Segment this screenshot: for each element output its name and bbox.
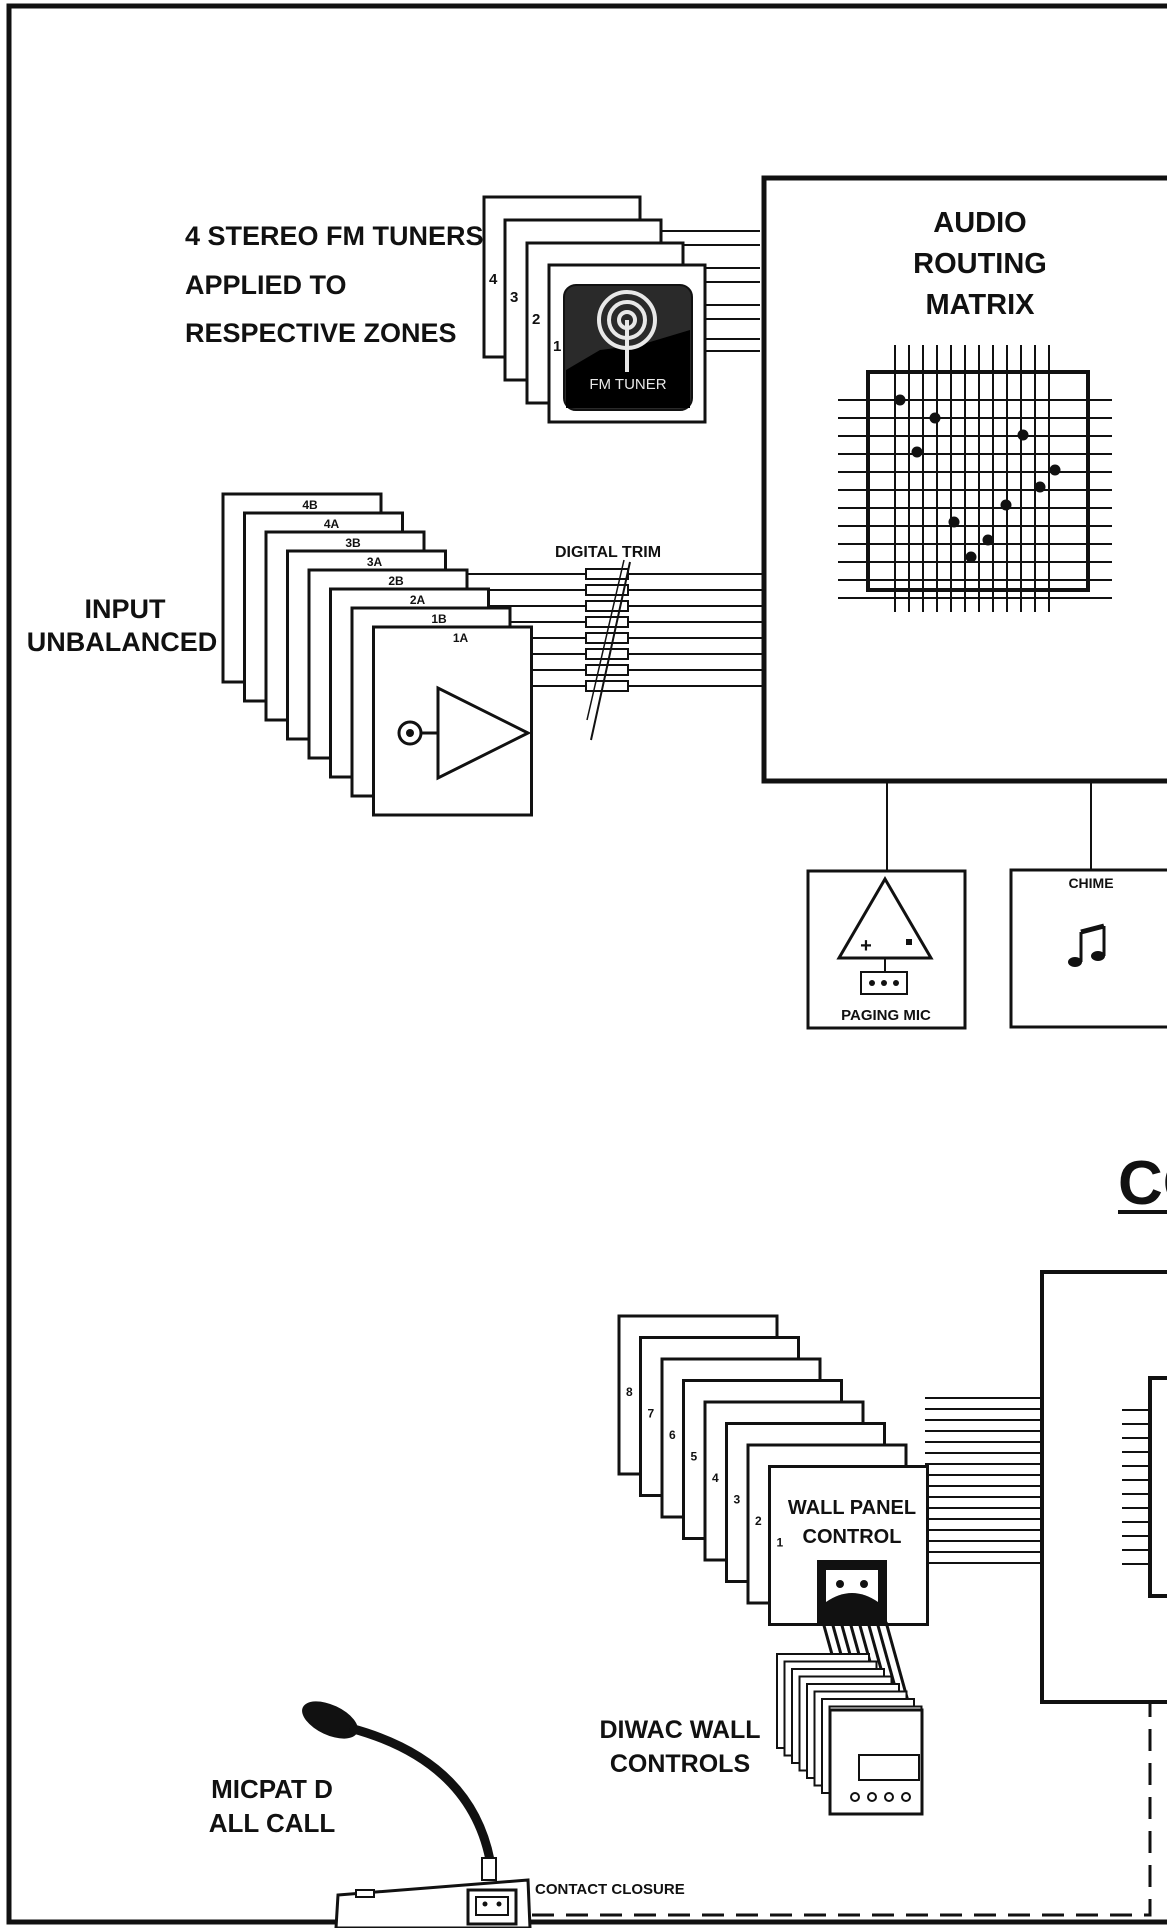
wall-panel-number: 2 bbox=[755, 1514, 762, 1528]
input-card-label: 4B bbox=[302, 498, 318, 512]
input-card-label: 3B bbox=[345, 536, 361, 550]
paging-mic-module: + PAGING MIC bbox=[806, 869, 967, 1030]
micpat-caption: MICPAT D ALL CALL bbox=[209, 1774, 336, 1838]
fm-tuner-number-1: 1 bbox=[553, 338, 561, 355]
fm-tuner-stack: 4 3 2 1 FM TUNER bbox=[482, 195, 707, 424]
fm-tuner-number-2: 2 bbox=[532, 311, 540, 328]
input-card-label: 4A bbox=[324, 517, 340, 531]
contact-closure-label: CONTACT CLOSURE bbox=[535, 1881, 685, 1898]
input-caption-line-1: INPUT bbox=[85, 594, 167, 624]
xlr-connector-icon bbox=[860, 971, 908, 995]
fm-caption-line-3: RESPECTIVE ZONES bbox=[185, 318, 457, 348]
amplifier-triangle-icon bbox=[436, 685, 532, 781]
fm-tuner-icon-label: FM TUNER bbox=[589, 376, 666, 393]
chime-module: CHIME bbox=[1009, 868, 1167, 1029]
matrix-title-line-1: AUDIO bbox=[933, 207, 1026, 239]
input-card-label: 3A bbox=[367, 555, 383, 569]
fm-tuner-icon: FM TUNER bbox=[563, 284, 693, 411]
wall-panel-number: 6 bbox=[669, 1428, 676, 1442]
wall-panel-number: 7 bbox=[648, 1407, 655, 1421]
chime-label: CHIME bbox=[1068, 875, 1113, 891]
diwac-display-icon bbox=[858, 1754, 920, 1781]
control-grid-box bbox=[1148, 1376, 1167, 1598]
micpat-microphone-icon bbox=[302, 1701, 532, 1928]
wall-panel-number: 4 bbox=[712, 1471, 719, 1485]
wall-panel-number: 5 bbox=[691, 1450, 698, 1464]
input-card-label: 1A bbox=[453, 631, 469, 645]
input-card-label: 2B bbox=[388, 574, 404, 588]
diwac-caption-line-2: CONTROLS bbox=[610, 1750, 750, 1778]
wall-panel-title-line-1: WALL PANEL bbox=[788, 1497, 916, 1519]
wall-panel-number: 8 bbox=[626, 1385, 633, 1399]
wall-panel-front-content: WALL PANEL CONTROL bbox=[788, 1497, 916, 1626]
wall-panel-connector-icon bbox=[817, 1560, 887, 1626]
matrix-title-line-2: ROUTING bbox=[913, 248, 1047, 280]
routing-grid bbox=[838, 345, 1112, 612]
diwac-front-panel bbox=[850, 1754, 920, 1802]
diwac-caption: DIWAC WALL CONTROLS bbox=[599, 1716, 760, 1778]
input-card-label: 2A bbox=[410, 593, 426, 607]
fm-tuners-caption: 4 STEREO FM TUNERS APPLIED TO RESPECTIVE… bbox=[185, 221, 484, 348]
wall-panel-number: 1 bbox=[777, 1536, 784, 1550]
input-caption: INPUT UNBALANCED bbox=[27, 594, 218, 657]
wall-panel-title-line-2: CONTROL bbox=[803, 1526, 902, 1548]
control-grid-lines bbox=[1122, 1409, 1150, 1565]
diagram-frame bbox=[6, 3, 1167, 1925]
digital-trim-label: DIGITAL TRIM bbox=[555, 544, 661, 561]
control-section-heading: CO bbox=[1118, 1149, 1167, 1218]
fm-caption-line-2: APPLIED TO bbox=[185, 270, 347, 300]
paging-mic-label: PAGING MIC bbox=[841, 1007, 931, 1024]
matrix-title-line-3: MATRIX bbox=[925, 289, 1035, 321]
input-amplifier-symbol bbox=[397, 685, 532, 781]
fm-tuner-number-3: 3 bbox=[510, 289, 518, 306]
input-caption-line-2: UNBALANCED bbox=[27, 627, 218, 657]
input-card-label: 1B bbox=[431, 612, 447, 626]
control-processor-box bbox=[1040, 1270, 1167, 1704]
svg-text:+: + bbox=[860, 935, 872, 957]
diwac-caption-line-1: DIWAC WALL bbox=[599, 1716, 760, 1744]
music-note-icon bbox=[1068, 923, 1106, 967]
contact-closure-dashed-line bbox=[532, 1702, 1152, 1917]
digital-trim-controls bbox=[585, 559, 631, 741]
wall-panel-lines bbox=[925, 1397, 1042, 1564]
micpat-caption-line-1: MICPAT D bbox=[211, 1774, 333, 1804]
wall-panel-number: 3 bbox=[734, 1493, 741, 1507]
fm-caption-line-1: 4 STEREO FM TUNERS bbox=[185, 221, 484, 251]
micpat-caption-line-2: ALL CALL bbox=[209, 1808, 336, 1838]
fm-tuner-number-4: 4 bbox=[489, 271, 498, 288]
input-card-stack: 4B 4A 3B 3A 2B 2A 1B 1A bbox=[221, 492, 533, 817]
